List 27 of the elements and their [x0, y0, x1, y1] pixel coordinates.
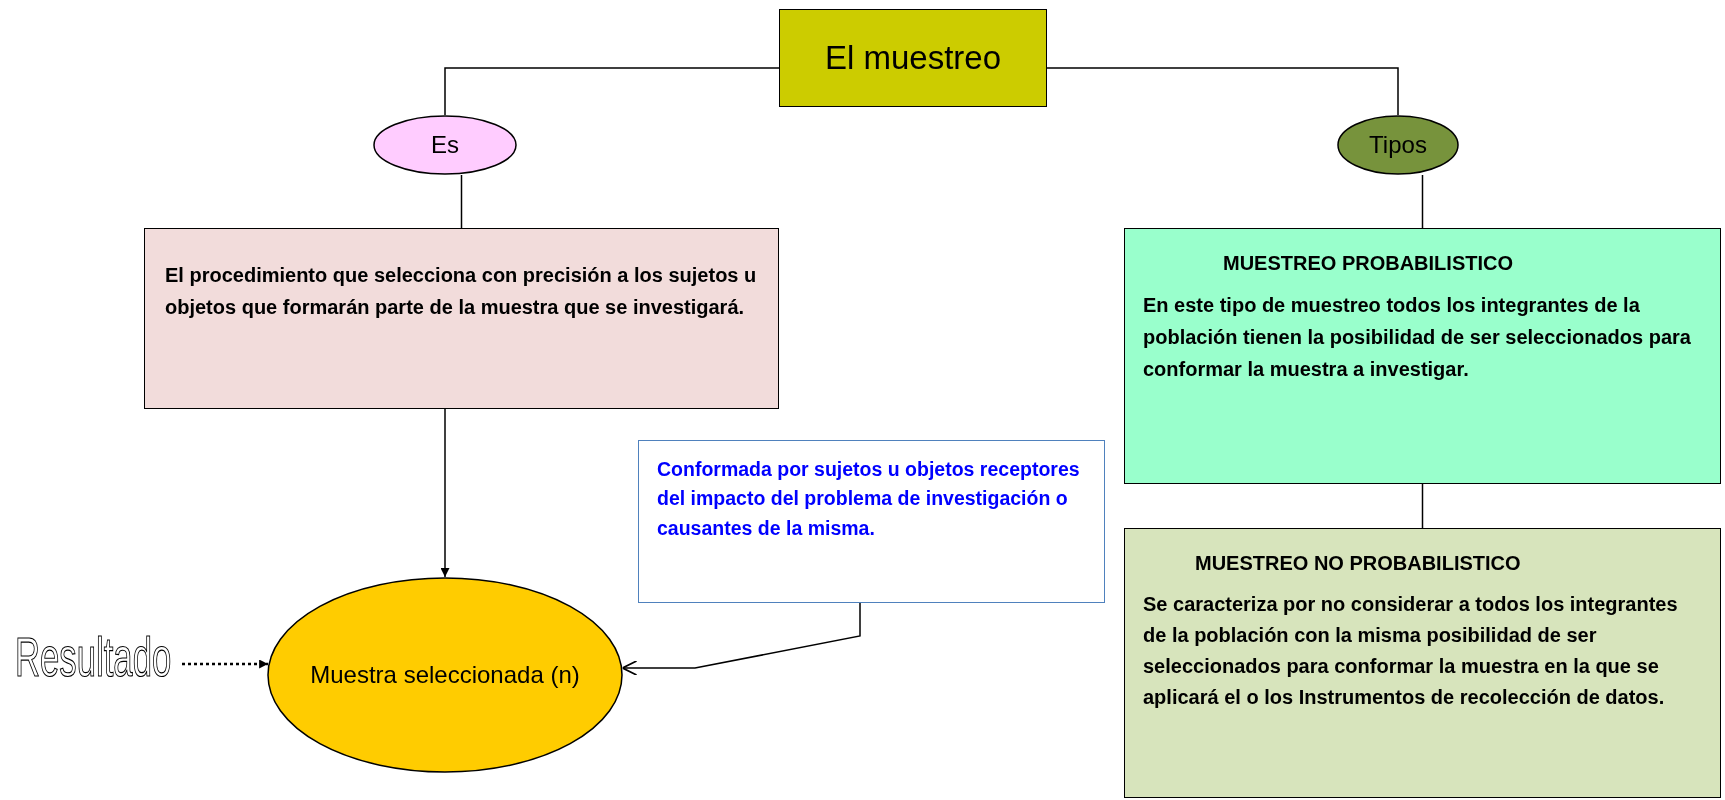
leader-arrow: [621, 602, 861, 676]
connector-line: [1421, 483, 1424, 529]
oval-node: [373, 115, 517, 175]
arrow: [182, 659, 269, 669]
node-text: En este tipo de muestreo todos los integrantes de la población tienen la posibilidad de ser seleccionados para conformar la muestra a investigar.: [1143, 293, 1692, 382]
node-text: Resultado: [14, 629, 172, 685]
connector-line: [444, 67, 780, 116]
topic-box: [779, 9, 1047, 107]
heading-text: MUESTREO NO PROBABILISTICO: [1194, 551, 1522, 575]
type-box: [1124, 228, 1721, 484]
node-text: El muestreo: [824, 38, 1002, 78]
connector-line: [1046, 67, 1399, 116]
node-text: Es: [431, 130, 459, 160]
node-text: El procedimiento que selecciona con precisión a los sujetos u objetos que formarán parte de la muestra que se investigará.: [165, 263, 758, 320]
note-box: [638, 440, 1105, 603]
heading-text: MUESTREO PROBABILISTICO: [1222, 251, 1514, 275]
connector-line: [1421, 174, 1424, 229]
node-text: Muestra seleccionada (n): [310, 659, 580, 690]
connector-line: [460, 174, 463, 229]
node-text: Tipos: [1369, 130, 1427, 160]
oval-node: [267, 577, 623, 773]
arrow: [440, 408, 450, 578]
oval-node: [1337, 115, 1459, 175]
node-text: Se caracteriza por no considerar a todos los integrantes de la población con la misma posibilidad de ser seleccionados para conformar la muestra en la que se aplicará el o los Instrumentos de recolección de datos.: [1143, 592, 1679, 710]
type-box: [1124, 528, 1721, 798]
definition-box: [144, 228, 779, 409]
node-text: Conformada por sujetos u objetos receptores del impacto del problema de investigación o causantes de la misma.: [657, 457, 1081, 541]
